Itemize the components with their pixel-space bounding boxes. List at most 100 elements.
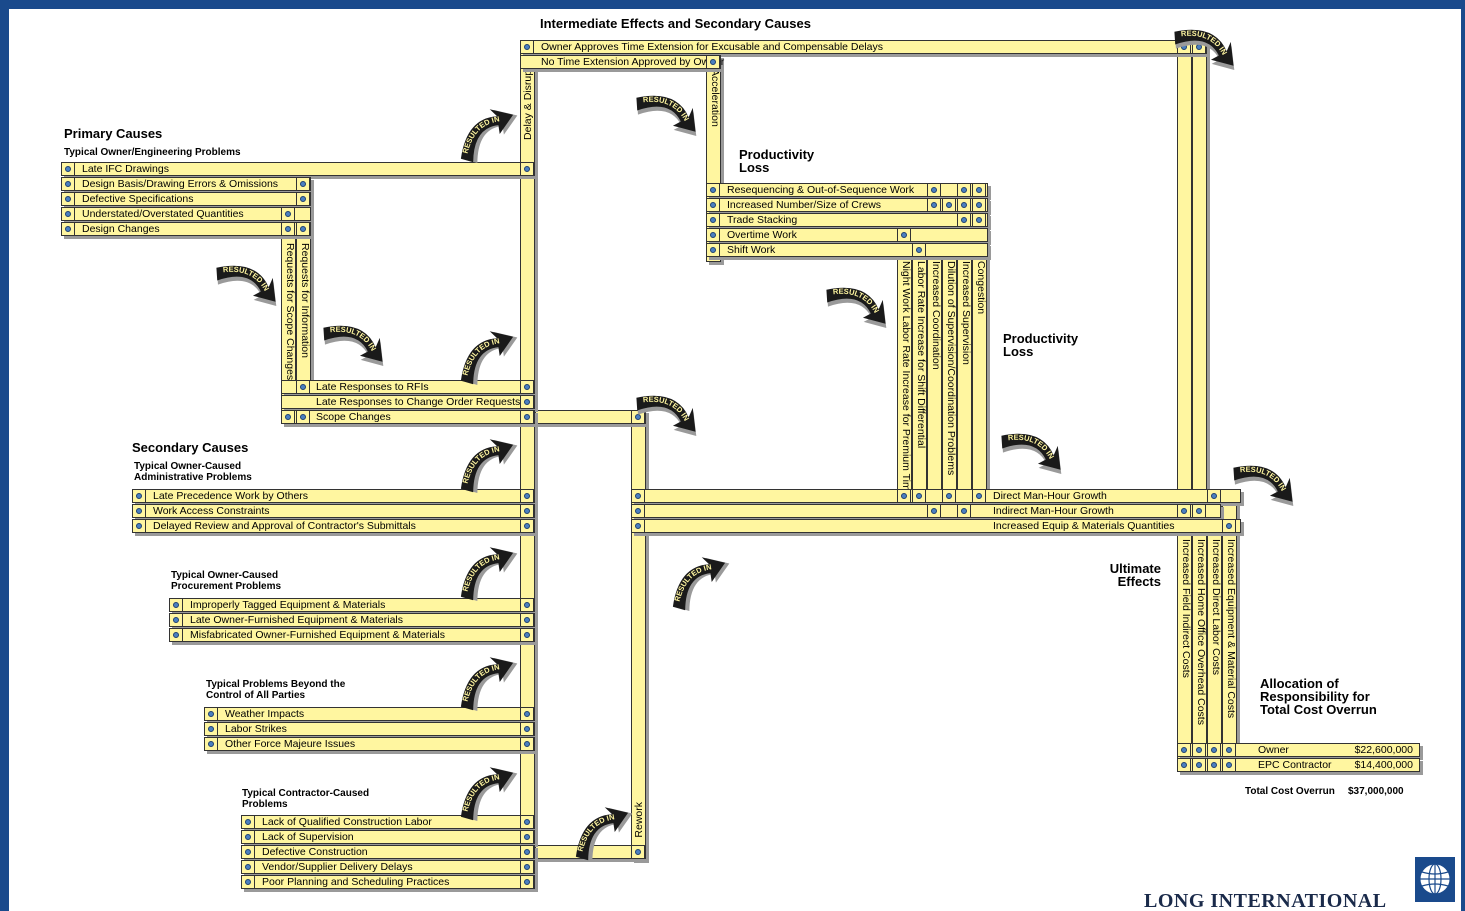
connection-dot bbox=[132, 504, 146, 518]
connection-dot bbox=[241, 845, 255, 859]
prod-col-label-4: Dilution of Supervision/Coordination Pro… bbox=[945, 261, 957, 476]
contractor-item: Lack of Qualified Construction Labor bbox=[241, 815, 535, 829]
prod-col-label-3: Increased Coordination bbox=[930, 261, 942, 370]
resulted-in-arrow: RESULTED IN bbox=[214, 249, 286, 309]
connection-dot bbox=[61, 177, 75, 191]
growth-item: Indirect Man-Hour Growth bbox=[631, 504, 1221, 518]
resulted-in-arrow: RESULTED IN bbox=[634, 379, 706, 439]
resulted-in-arrow: RESULTED IN bbox=[1172, 13, 1244, 73]
late-row: Scope Changes bbox=[281, 410, 535, 424]
connection-dot bbox=[927, 183, 941, 197]
connection-dot bbox=[169, 613, 183, 627]
rework-top-connector bbox=[535, 410, 646, 424]
cost-col-label-2: Increased Home Office Overhead Costs bbox=[1195, 539, 1207, 725]
connection-dot bbox=[520, 737, 534, 751]
heading-owner-eng: Typical Owner/Engineering Problems bbox=[64, 147, 241, 158]
beyond-item: Labor Strikes bbox=[204, 722, 535, 736]
contractor-item: Poor Planning and Scheduling Practices bbox=[241, 875, 535, 889]
connection-dot bbox=[169, 628, 183, 642]
heading-owner-admin: Typical Owner-Caused Administrative Prob… bbox=[134, 461, 252, 483]
connection-dot bbox=[520, 722, 534, 736]
connection-dot bbox=[957, 198, 971, 212]
connection-dot bbox=[1222, 743, 1236, 757]
connection-dot bbox=[241, 830, 255, 844]
heading-productivity-loss-2: Productivity Loss bbox=[1003, 331, 1079, 359]
heading-intermediate: Intermediate Effects and Secondary Cause… bbox=[540, 16, 811, 31]
connection-dot bbox=[631, 519, 645, 533]
primary-item: Late IFC Drawings bbox=[61, 162, 535, 176]
connection-dot bbox=[1207, 758, 1221, 772]
connection-dot bbox=[296, 380, 310, 394]
connection-dot bbox=[520, 380, 534, 394]
prod-col-label-2: Labor Rate Increase for Shift Differenti… bbox=[915, 261, 927, 449]
connection-dot bbox=[241, 875, 255, 889]
primary-item: Understated/Overstated Quantities bbox=[61, 207, 311, 221]
connection-dot bbox=[912, 489, 926, 503]
connection-dot bbox=[241, 815, 255, 829]
connection-dot bbox=[942, 198, 956, 212]
heading-primary-causes: Primary Causes bbox=[64, 126, 163, 141]
productivity-item: Resequencing & Out-of-Sequence Work bbox=[706, 183, 988, 197]
connection-dot bbox=[1192, 758, 1206, 772]
total-overrun-label: Total Cost Overrun bbox=[1245, 786, 1335, 797]
connection-dot bbox=[520, 628, 534, 642]
connection-dot bbox=[204, 722, 218, 736]
contractor-item: Lack of Supervision bbox=[241, 830, 535, 844]
productivity-item: Increased Number/Size of Crews bbox=[706, 198, 988, 212]
connection-dot bbox=[520, 875, 534, 889]
procurement-item: Late Owner-Furnished Equipment & Materia… bbox=[169, 613, 535, 627]
heading-contractor: Typical Contractor-Caused Problems bbox=[242, 788, 370, 810]
connection-dot bbox=[631, 845, 645, 859]
connection-dot bbox=[706, 228, 720, 242]
connection-dot bbox=[61, 192, 75, 206]
productivity-item: Trade Stacking bbox=[706, 213, 988, 227]
connection-dot bbox=[1192, 743, 1206, 757]
procurement-item: Misfabricated Owner-Furnished Equipment … bbox=[169, 628, 535, 642]
acceleration-label: Acceleration bbox=[709, 69, 721, 127]
connection-dot bbox=[61, 207, 75, 221]
prod-col-label-5: Increased Supervision bbox=[960, 261, 972, 365]
connection-dot bbox=[520, 489, 534, 503]
connection-dot bbox=[204, 737, 218, 751]
connection-dot bbox=[972, 183, 986, 197]
growth-item: Increased Equip & Materials Quantities bbox=[631, 519, 1241, 533]
connection-dot bbox=[520, 707, 534, 721]
connection-dot bbox=[61, 162, 75, 176]
connection-dot bbox=[241, 860, 255, 874]
admin-item: Work Access Constraints bbox=[132, 504, 535, 518]
connection-dot bbox=[957, 504, 971, 518]
connection-dot bbox=[281, 207, 295, 221]
connection-dot bbox=[631, 504, 645, 518]
connection-dot bbox=[61, 222, 75, 236]
heading-beyond-control: Typical Problems Beyond the Control of A… bbox=[206, 679, 346, 701]
connection-dot bbox=[897, 228, 911, 242]
rework-bar bbox=[631, 410, 646, 860]
connection-dot bbox=[520, 815, 534, 829]
connection-dot bbox=[706, 55, 720, 69]
resulted-in-arrow: RESULTED IN bbox=[321, 309, 393, 369]
connection-dot bbox=[132, 489, 146, 503]
allocation-owner-row: Owner $22,600,000 bbox=[1177, 743, 1420, 757]
heading-allocation: Allocation of Responsibility for Total C… bbox=[1260, 676, 1377, 717]
connection-dot bbox=[520, 519, 534, 533]
connection-dot bbox=[972, 198, 986, 212]
productivity-item: Overtime Work bbox=[706, 228, 988, 242]
resulted-in-arrow: RESULTED IN bbox=[659, 549, 731, 612]
no-time-extension-row: No Time Extension Approved by Owner bbox=[520, 55, 724, 69]
connection-dot bbox=[942, 489, 956, 503]
resulted-in-arrow: RESULTED IN bbox=[999, 417, 1071, 477]
allocation-epc-row: EPC Contractor $14,400,000 bbox=[1177, 758, 1420, 772]
connection-dot bbox=[957, 213, 971, 227]
resulted-in-arrow: RESULTED IN bbox=[447, 759, 519, 822]
primary-item: Design Changes bbox=[61, 222, 311, 236]
connection-dot bbox=[927, 504, 941, 518]
resulted-in-arrow: RESULTED IN bbox=[1231, 449, 1303, 509]
connection-dot bbox=[972, 213, 986, 227]
connection-dot bbox=[1222, 758, 1236, 772]
beyond-item: Weather Impacts bbox=[204, 707, 535, 721]
connection-dot bbox=[520, 395, 534, 409]
beyond-item: Other Force Majeure Issues bbox=[204, 737, 535, 751]
resulted-in-arrow: RESULTED IN bbox=[447, 539, 519, 602]
cost-col-label-3: Increased Direct Labor Costs bbox=[1210, 539, 1222, 675]
resulted-in-arrow: RESULTED IN bbox=[634, 79, 706, 139]
